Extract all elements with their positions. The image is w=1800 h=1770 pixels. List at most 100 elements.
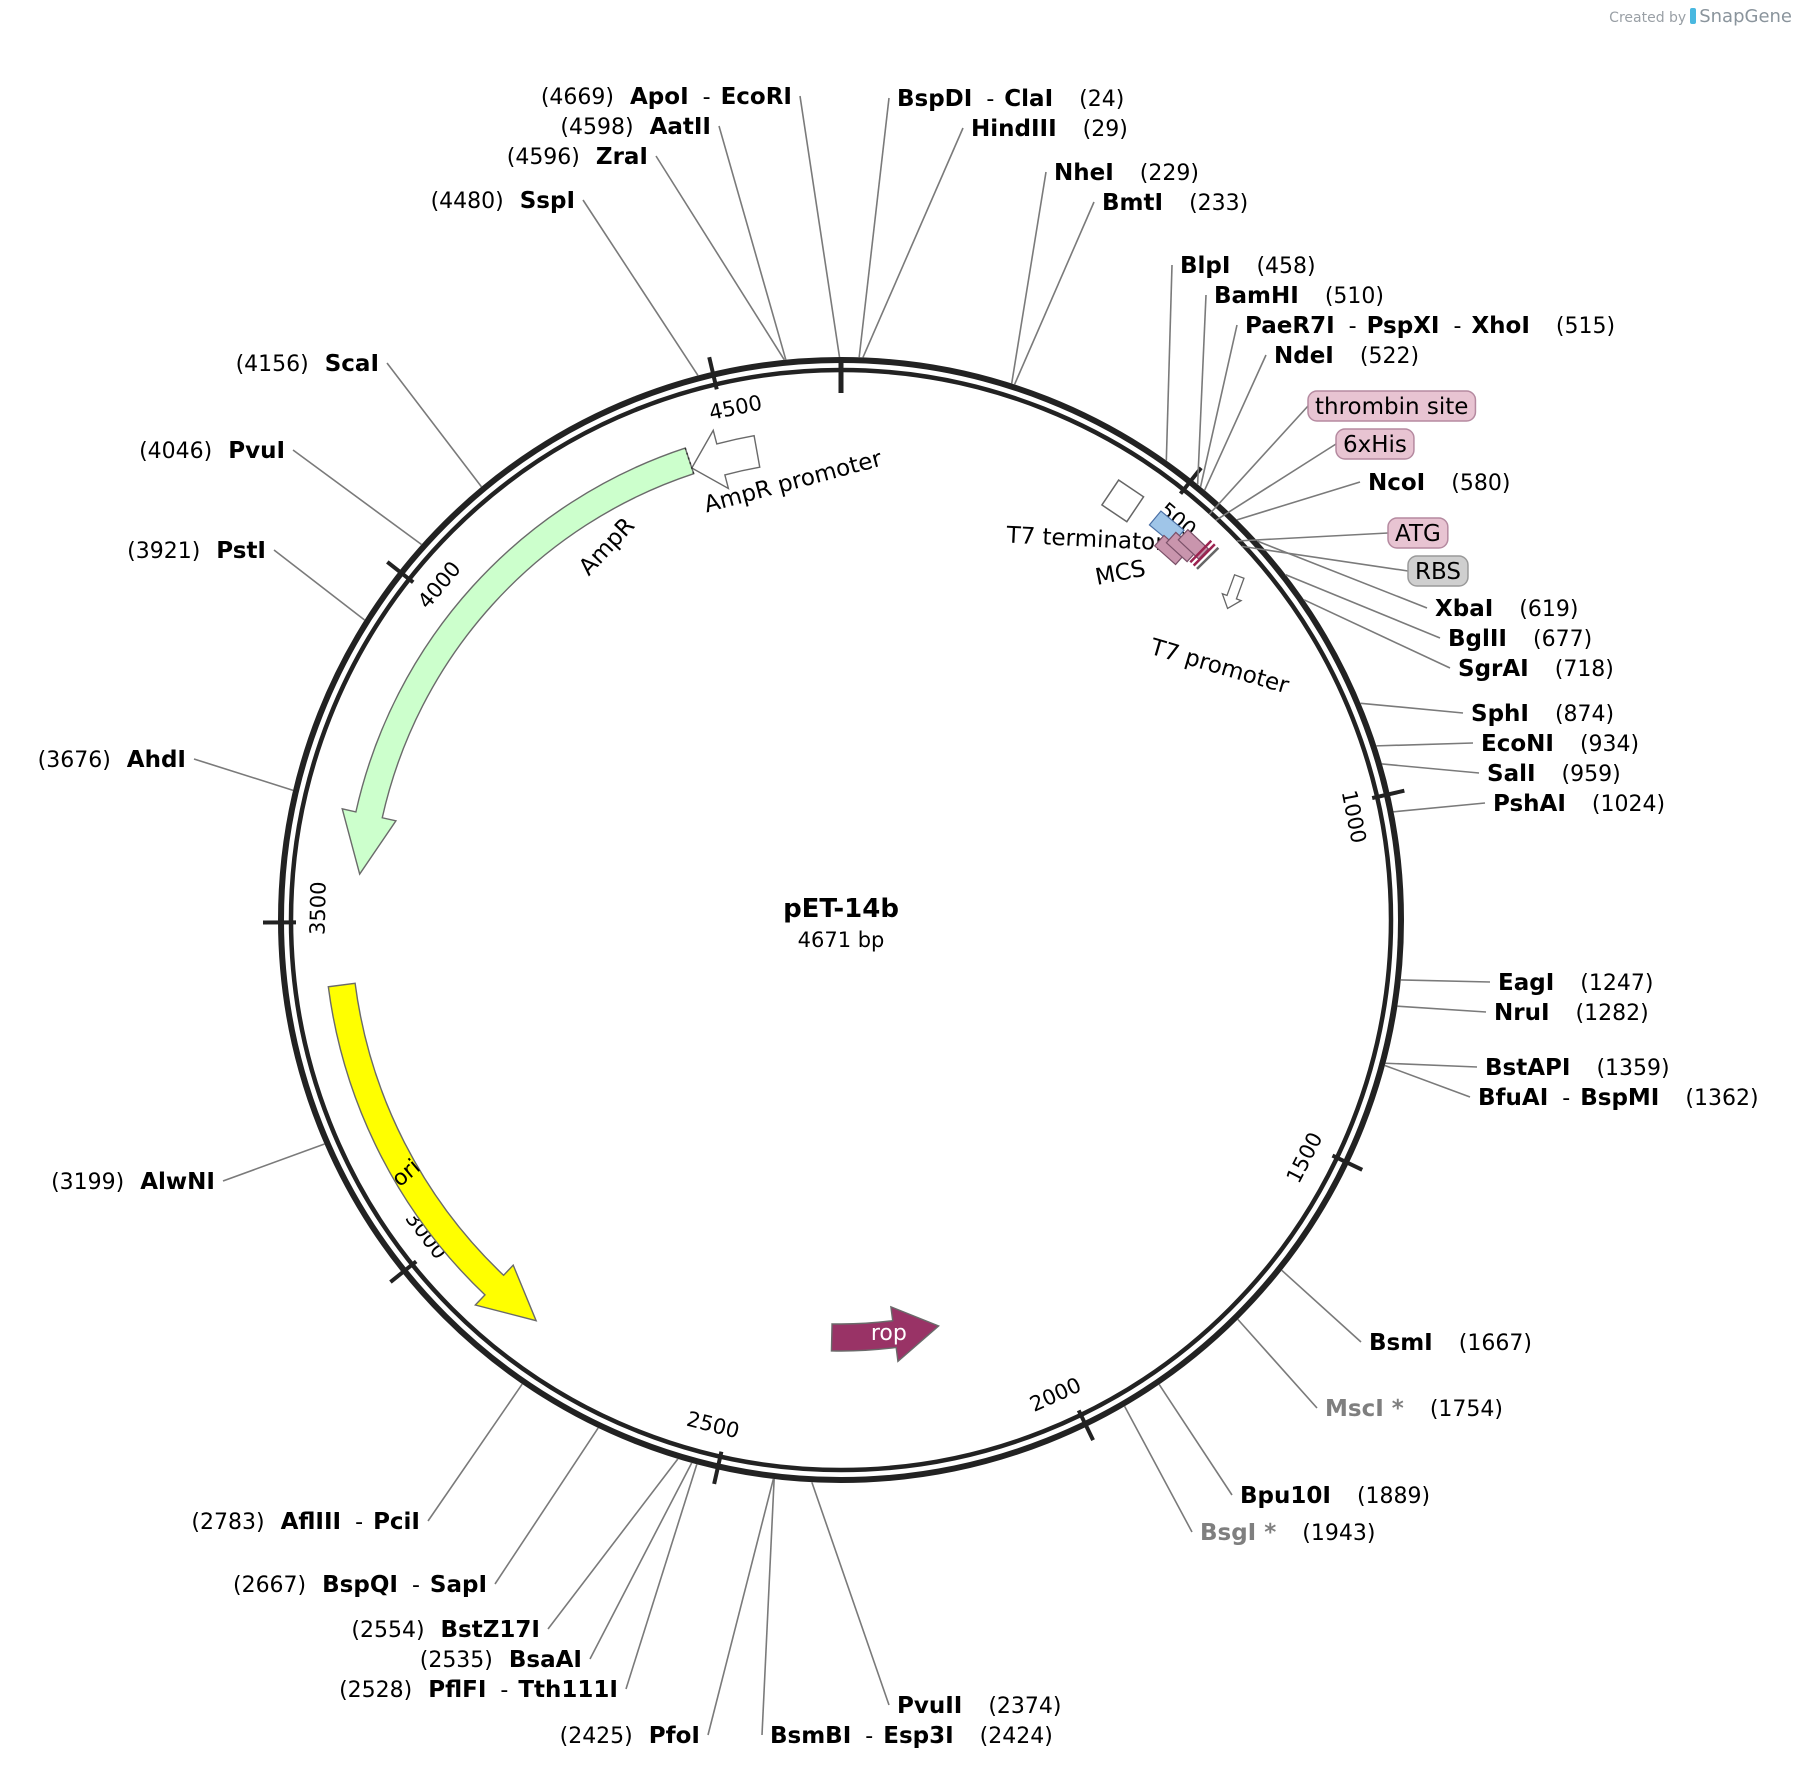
tick-label: 1000 bbox=[1337, 788, 1371, 845]
site-pflfi[interactable]: Tth111I-PflFI(2528) bbox=[339, 1463, 698, 1703]
t7-promoter-feature-arrow[interactable] bbox=[1218, 573, 1248, 612]
site-bmti[interactable]: BmtI(233) bbox=[1013, 190, 1249, 385]
enzyme-name: BfuAI bbox=[1478, 1085, 1548, 1111]
enzyme-name: BstZ17I bbox=[441, 1617, 540, 1643]
site-position: (24) bbox=[1079, 87, 1124, 112]
tick-label: 4500 bbox=[707, 391, 764, 425]
site-leader-line bbox=[1393, 802, 1486, 813]
site-position: (4046) bbox=[139, 439, 212, 464]
site-bstz17i[interactable]: BstZ17I(2554) bbox=[351, 1458, 679, 1643]
enzyme-separator: - bbox=[412, 1573, 420, 1598]
site-ndei[interactable]: NdeI(522) bbox=[1203, 343, 1419, 491]
enzyme-name: XhoI bbox=[1471, 313, 1529, 339]
site-blpi[interactable]: BlpI(458) bbox=[1165, 253, 1316, 461]
t7-terminator-feature-box[interactable] bbox=[1100, 479, 1145, 523]
site-leader-line bbox=[1158, 1384, 1233, 1496]
site-position: (4156) bbox=[236, 352, 309, 377]
site-pfoi[interactable]: PfoI(2425) bbox=[560, 1478, 775, 1749]
site-leader-line bbox=[1397, 1005, 1487, 1013]
site-bspqi[interactable]: SapI-BspQI(2667) bbox=[233, 1427, 599, 1598]
ampr-feature-arrow[interactable] bbox=[341, 447, 695, 876]
feature-pill-atg[interactable]: ATG bbox=[1236, 517, 1449, 549]
site-bfuai[interactable]: BfuAI-BspMI(1362) bbox=[1384, 1064, 1759, 1111]
tick-2500 bbox=[712, 1451, 724, 1485]
site-bsgi[interactable]: BsgI *(1943) bbox=[1123, 1405, 1376, 1546]
site-bsmi[interactable]: BsmI(1667) bbox=[1281, 1269, 1532, 1356]
enzyme-name: EcoRI bbox=[721, 84, 792, 110]
ori-feature-arrow[interactable] bbox=[327, 982, 538, 1322]
enzyme-name: PspXI bbox=[1367, 313, 1440, 339]
site-sspi[interactable]: SspI(4480) bbox=[431, 188, 699, 376]
site-aatii[interactable]: AatII(4598) bbox=[560, 114, 787, 360]
site-pshai[interactable]: PshAI(1024) bbox=[1393, 791, 1666, 817]
enzyme-separator: - bbox=[865, 1724, 873, 1749]
site-nhei[interactable]: NheI(229) bbox=[1010, 160, 1199, 384]
site-position: (874) bbox=[1555, 702, 1614, 727]
site-hindiii[interactable]: HindIII(29) bbox=[862, 116, 1128, 358]
site-sali[interactable]: SalI(959) bbox=[1381, 761, 1621, 787]
credit-prefix: Created by bbox=[1609, 10, 1687, 26]
enzyme-name: Tth111I bbox=[518, 1677, 618, 1703]
site-leader-line bbox=[799, 95, 841, 358]
site-ncoi[interactable]: NcoI(580) bbox=[1236, 470, 1510, 521]
site-msci[interactable]: MscI *(1754) bbox=[1237, 1318, 1503, 1422]
site-position: (959) bbox=[1562, 762, 1621, 787]
site-leader-line bbox=[858, 97, 890, 358]
site-econi[interactable]: EcoNI(934) bbox=[1376, 731, 1639, 757]
site-position: (2667) bbox=[233, 1573, 306, 1598]
site-leader-line bbox=[292, 449, 422, 546]
site-psti[interactable]: PstI(3921) bbox=[127, 538, 366, 621]
site-ahdi[interactable]: AhdI(3676) bbox=[38, 747, 294, 792]
site-bamhi[interactable]: BamHI(510) bbox=[1196, 283, 1384, 485]
site-alwni[interactable]: AlwNI(3199) bbox=[51, 1143, 325, 1195]
rop-feature-arrow[interactable] bbox=[830, 1305, 940, 1363]
site-pvuii[interactable]: PvuII(2374) bbox=[811, 1481, 1062, 1719]
enzyme-name: MscI * bbox=[1325, 1396, 1404, 1422]
restriction-sites-layer: BspDI-ClaI(24)HindIII(29)NheI(229)BmtI(2… bbox=[38, 84, 1759, 1749]
enzyme-name: BstAPI bbox=[1485, 1055, 1570, 1081]
site-bglii[interactable]: BglII(677) bbox=[1285, 574, 1592, 652]
enzyme-name: BspQI bbox=[322, 1572, 398, 1598]
site-scai[interactable]: ScaI(4156) bbox=[236, 351, 483, 488]
site-position: (3921) bbox=[127, 539, 200, 564]
enzyme-name: BspDI bbox=[897, 86, 972, 112]
tick-label: 2500 bbox=[684, 1407, 742, 1443]
enzyme-name: PciI bbox=[373, 1509, 420, 1535]
enzyme-name: BsmI bbox=[1369, 1330, 1433, 1356]
site-position: (4596) bbox=[507, 145, 580, 170]
site-leader-line bbox=[589, 1462, 693, 1660]
pill-leader-line bbox=[1208, 405, 1309, 515]
tick-label: 1500 bbox=[1282, 1128, 1328, 1187]
site-nrui[interactable]: NruI(1282) bbox=[1397, 1000, 1649, 1026]
enzyme-name: BlpI bbox=[1180, 253, 1230, 279]
site-leader-line bbox=[625, 1463, 698, 1690]
pill-background bbox=[1307, 390, 1477, 422]
site-bstapi[interactable]: BstAPI(1359) bbox=[1385, 1055, 1670, 1081]
feature-pill-rbs[interactable]: RBS bbox=[1241, 545, 1469, 587]
site-paer7i[interactable]: PaeR7I-PspXI-XhoI(515) bbox=[1199, 313, 1616, 487]
site-bpu10i[interactable]: Bpu10I(1889) bbox=[1158, 1384, 1430, 1509]
site-position: (580) bbox=[1451, 471, 1510, 496]
site-leader-line bbox=[761, 1478, 775, 1736]
enzyme-name: Bpu10I bbox=[1240, 1483, 1331, 1509]
site-position: (4598) bbox=[560, 115, 633, 140]
site-afliii[interactable]: PciI-AflIII(2783) bbox=[191, 1383, 523, 1535]
ampr-promoter-feature-arrow[interactable] bbox=[690, 428, 761, 490]
t7-promoter-label: T7 promoter bbox=[1146, 634, 1292, 699]
site-pvui[interactable]: PvuI(4046) bbox=[139, 438, 422, 546]
start-codon-mark bbox=[1192, 543, 1216, 567]
plasmid-length: 4671 bp bbox=[798, 928, 885, 952]
pill-label: ATG bbox=[1395, 521, 1441, 547]
site-bsmbi[interactable]: BsmBI-Esp3I(2424) bbox=[761, 1478, 1053, 1749]
site-eagi[interactable]: EagI(1247) bbox=[1400, 970, 1654, 996]
feature-pill-6xhis[interactable]: 6xHis bbox=[1215, 428, 1415, 521]
site-zrai[interactable]: ZraI(4596) bbox=[507, 144, 785, 361]
site-bsaai[interactable]: BsaAI(2535) bbox=[420, 1462, 693, 1673]
site-sgrai[interactable]: SgrAI(718) bbox=[1303, 599, 1614, 682]
site-bspdi[interactable]: BspDI-ClaI(24) bbox=[858, 86, 1124, 358]
site-sphi[interactable]: SphI(874) bbox=[1360, 701, 1615, 727]
feature-pill-thrombin-site[interactable]: thrombin site bbox=[1208, 390, 1477, 515]
site-xbai[interactable]: XbaI(619) bbox=[1257, 540, 1578, 622]
site-apoi[interactable]: EcoRI-ApoI(4669) bbox=[541, 84, 841, 358]
